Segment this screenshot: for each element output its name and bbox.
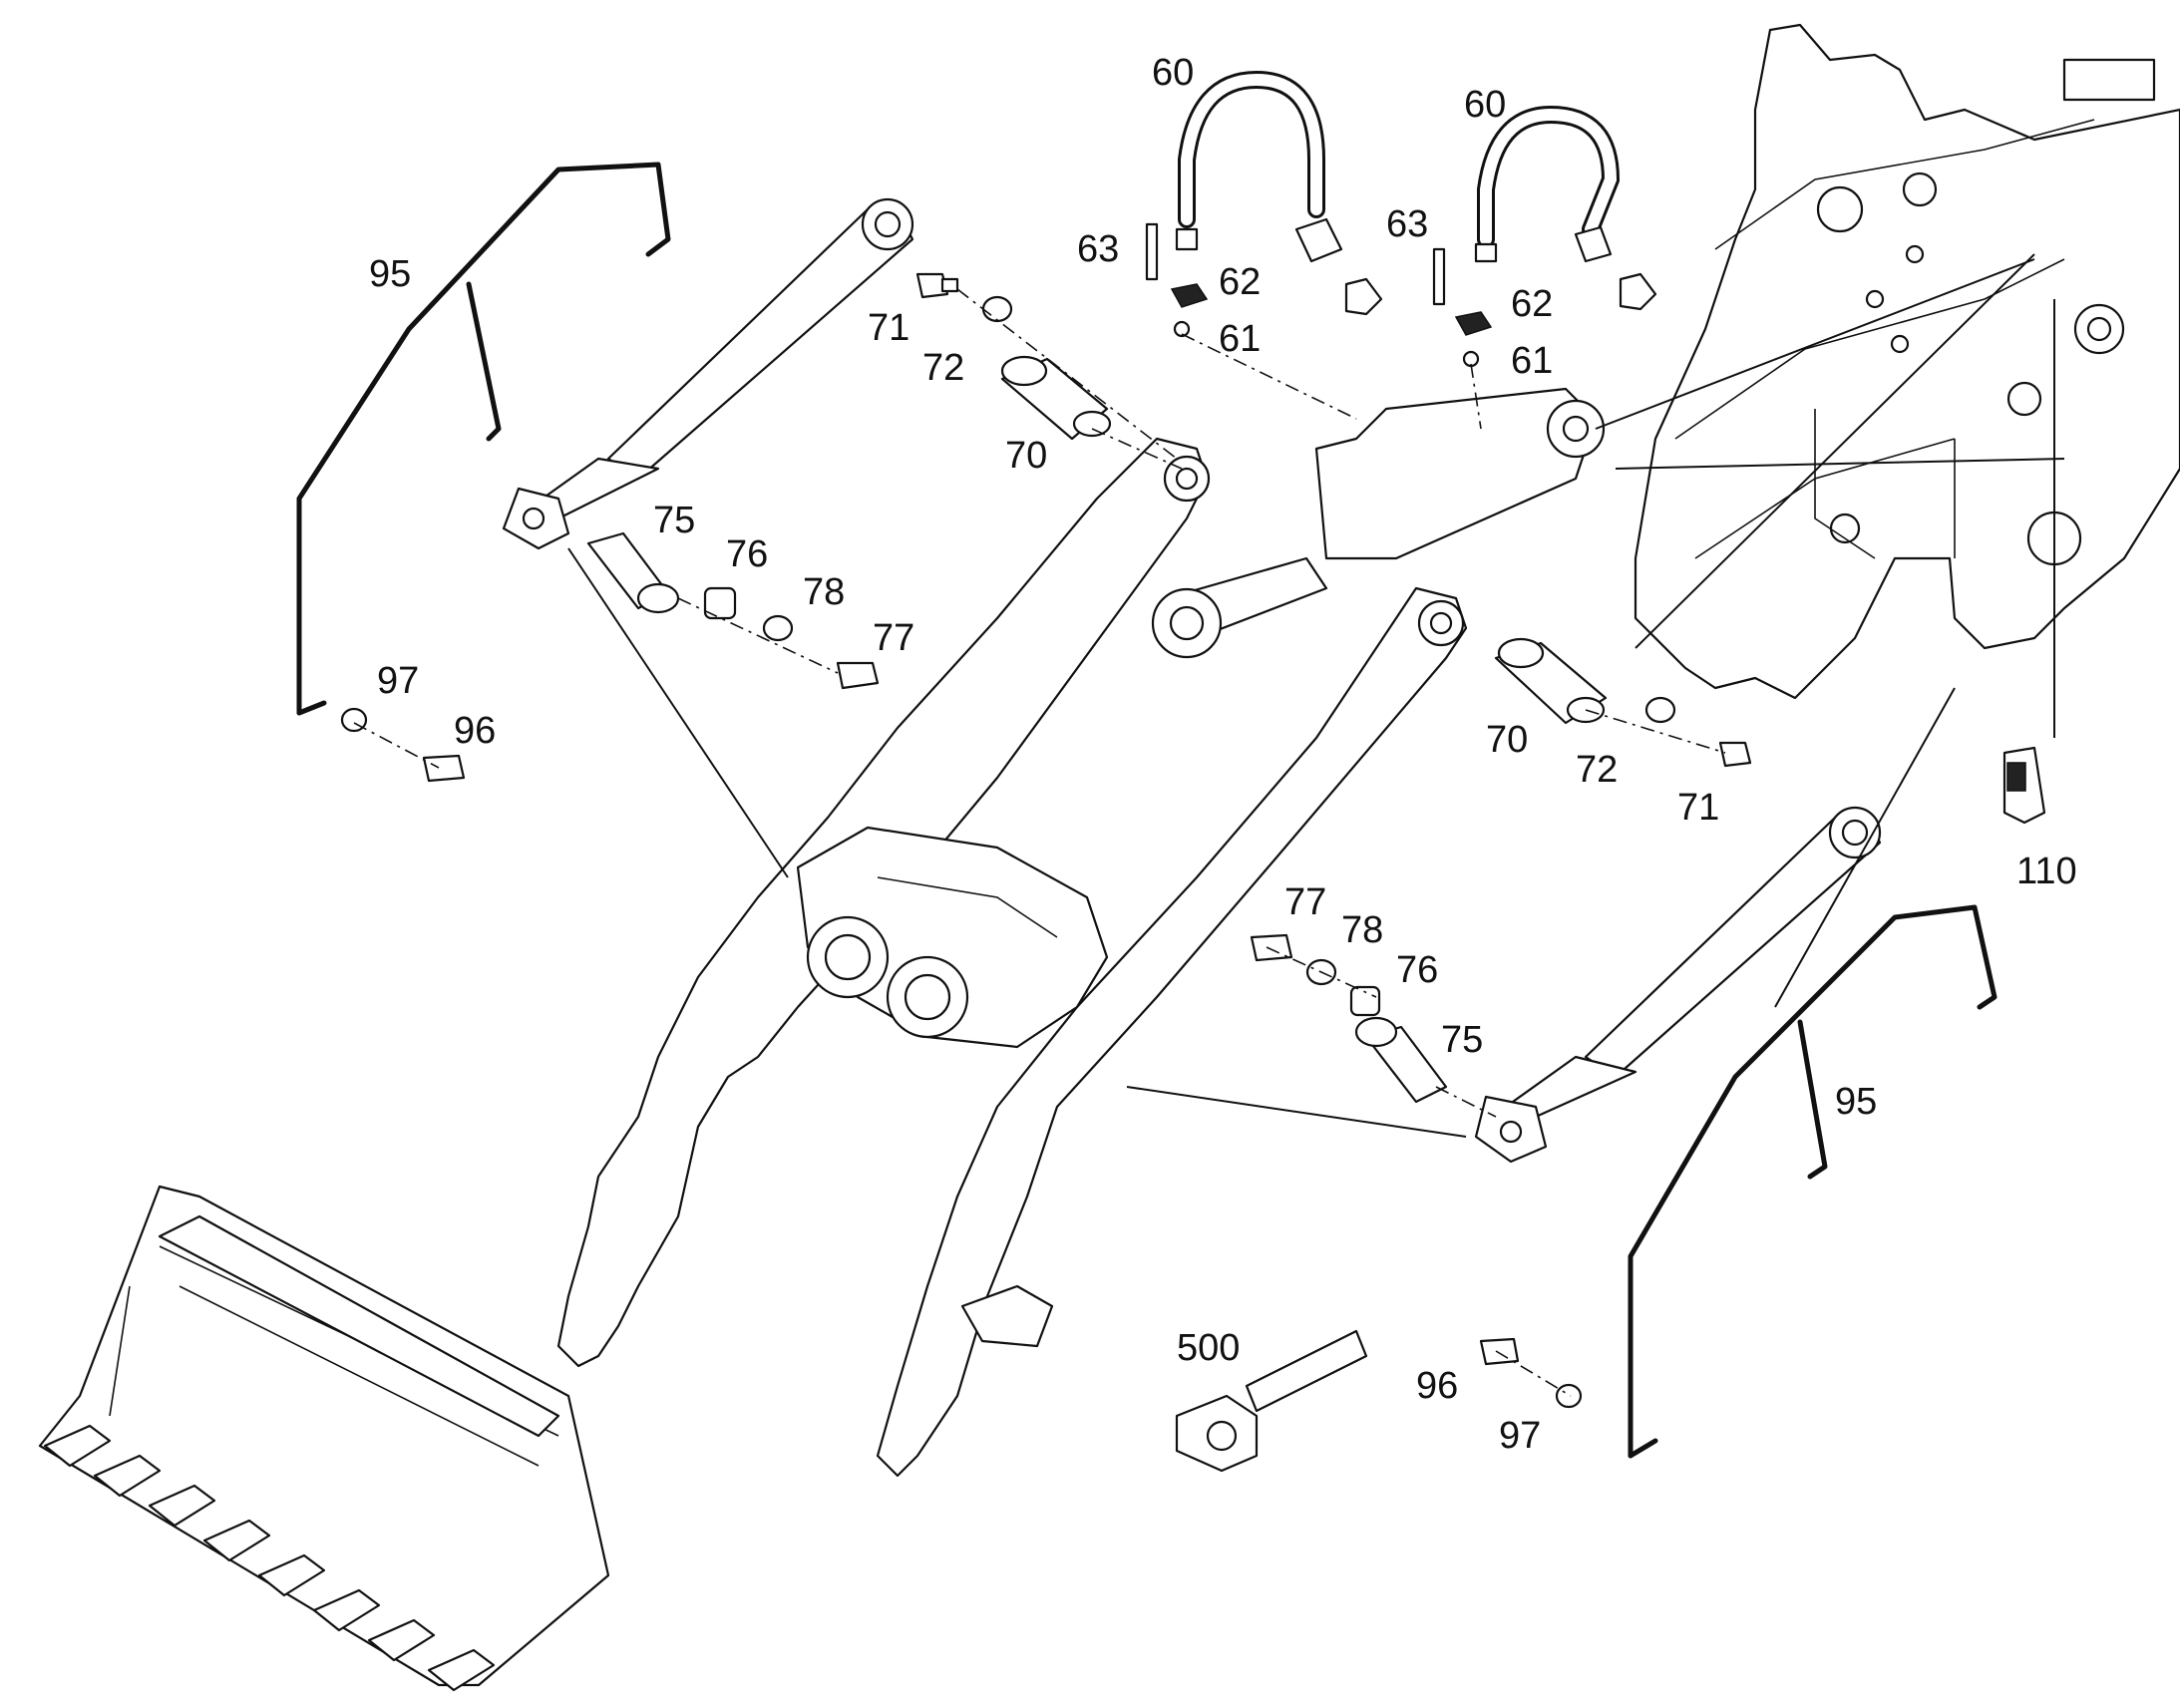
callout-labels: 60 60 63 63 62 62 61 61 71 72 70 70 72 7… [369, 52, 2077, 1457]
bolt-71-upper [915, 272, 959, 299]
callout-70-lower: 70 [1486, 719, 1528, 761]
right-lift-arm [876, 586, 1468, 1478]
callout-63-right: 63 [1386, 203, 1428, 245]
callout-62-right: 62 [1511, 283, 1553, 325]
guard-rail-left [296, 162, 671, 716]
callout-76-lower: 76 [1396, 949, 1438, 991]
callout-62-left: 62 [1219, 261, 1261, 303]
pin-70-upper [1000, 355, 1112, 441]
bolt-71-lower [1718, 741, 1752, 768]
bucket-teeth [43, 1424, 496, 1692]
callout-70-upper: 70 [1005, 435, 1047, 477]
callout-75-lower: 75 [1441, 1019, 1483, 1061]
callout-77-upper: 77 [873, 617, 914, 659]
callout-63-left: 63 [1077, 228, 1119, 270]
callout-61-left: 61 [1219, 318, 1261, 360]
hose-fittings [1145, 222, 1657, 368]
callout-72-lower: 72 [1576, 749, 1618, 791]
pin-70-lower [1494, 637, 1608, 725]
guard-rail-right [1628, 904, 1998, 1459]
bracket-500 [1175, 1329, 1368, 1473]
callout-97-right: 97 [1499, 1415, 1541, 1457]
front-frame [1634, 23, 2180, 700]
lift-cylinder-right [1474, 806, 1882, 1164]
cross-tube [796, 826, 1109, 1049]
callout-95-left: 95 [369, 253, 411, 295]
callout-61-right: 61 [1511, 340, 1553, 382]
pin-75-upper [586, 531, 680, 614]
hose-left [1175, 70, 1343, 263]
lift-cylinder-left [502, 197, 914, 550]
hose-right [1474, 105, 1621, 263]
callout-96-left: 96 [454, 710, 496, 752]
callout-60-right: 60 [1464, 84, 1506, 126]
callout-77-lower: 77 [1284, 881, 1326, 923]
tread-block [960, 1284, 1054, 1348]
sensor-110 [2002, 746, 2046, 825]
callout-60-left: 60 [1152, 52, 1194, 94]
callout-71-lower: 71 [1677, 787, 1719, 829]
pin-75-lower [1354, 1016, 1448, 1104]
callout-76-upper: 76 [726, 533, 768, 575]
callout-72-upper: 72 [922, 347, 964, 389]
callout-78-upper: 78 [803, 571, 845, 613]
callout-71-upper: 71 [868, 307, 909, 349]
callout-500: 500 [1177, 1327, 1240, 1369]
callout-97-left: 97 [377, 660, 419, 702]
bucket [38, 1185, 610, 1692]
callout-95-right: 95 [1835, 1081, 1877, 1123]
tilt-cylinder [1151, 387, 1606, 659]
callout-75-upper: 75 [653, 500, 695, 541]
callout-78-lower: 78 [1341, 909, 1383, 951]
callout-110: 110 [2016, 851, 2077, 892]
leader-lines [353, 253, 2065, 1397]
callout-96-right: 96 [1416, 1365, 1458, 1407]
